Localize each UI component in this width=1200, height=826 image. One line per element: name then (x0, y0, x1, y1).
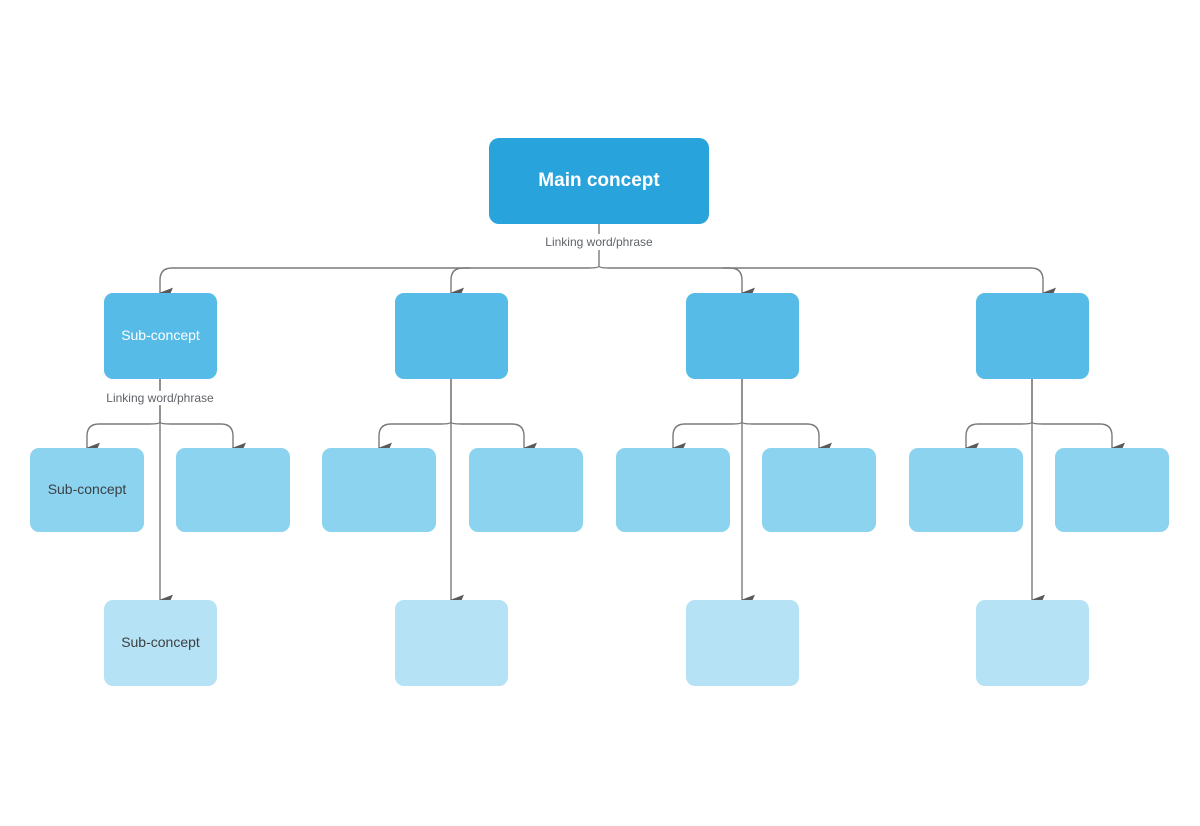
node-level4-1[interactable]: Sub-concept (104, 600, 217, 686)
node-level3-6[interactable] (762, 448, 876, 532)
node-level4-4[interactable] (976, 600, 1089, 686)
node-level4-3[interactable] (686, 600, 799, 686)
node-main-concept[interactable]: Main concept (489, 138, 709, 224)
edge-root-manifold (159, 265, 1056, 299)
node-level4-2[interactable] (395, 600, 508, 686)
node-level2-1[interactable]: Sub-concept (104, 293, 217, 379)
node-level2-3[interactable] (686, 293, 799, 379)
edge-label-root: Linking word/phrase (541, 235, 657, 249)
edge-root-branch-2 (450, 267, 470, 299)
edge-c1-fan (86, 421, 246, 454)
node-level2-4[interactable] (976, 293, 1089, 379)
node-level2-2[interactable] (395, 293, 508, 379)
node-level3-4[interactable] (469, 448, 583, 532)
node-level4-1-label: Sub-concept (121, 634, 200, 651)
edge-label-column1-text: Linking word/phrase (106, 391, 214, 405)
node-level3-1-label: Sub-concept (47, 481, 127, 498)
node-level2-1-label: Sub-concept (121, 327, 200, 344)
edge-c2-fan (378, 421, 537, 454)
node-level3-1[interactable]: Sub-concept (30, 448, 144, 532)
node-level3-5[interactable] (616, 448, 730, 532)
node-main-concept-label: Main concept (538, 170, 660, 192)
edge-c3-fan (672, 421, 832, 454)
edge-c4-fan (965, 421, 1125, 454)
edge-label-root-text: Linking word/phrase (545, 235, 653, 249)
node-level3-8[interactable] (1055, 448, 1169, 532)
node-level3-7[interactable] (909, 448, 1023, 532)
node-level3-2[interactable] (176, 448, 290, 532)
edge-root-branch-3 (723, 267, 755, 299)
node-level3-3[interactable] (322, 448, 436, 532)
edge-label-column1: Linking word/phrase (102, 391, 218, 405)
